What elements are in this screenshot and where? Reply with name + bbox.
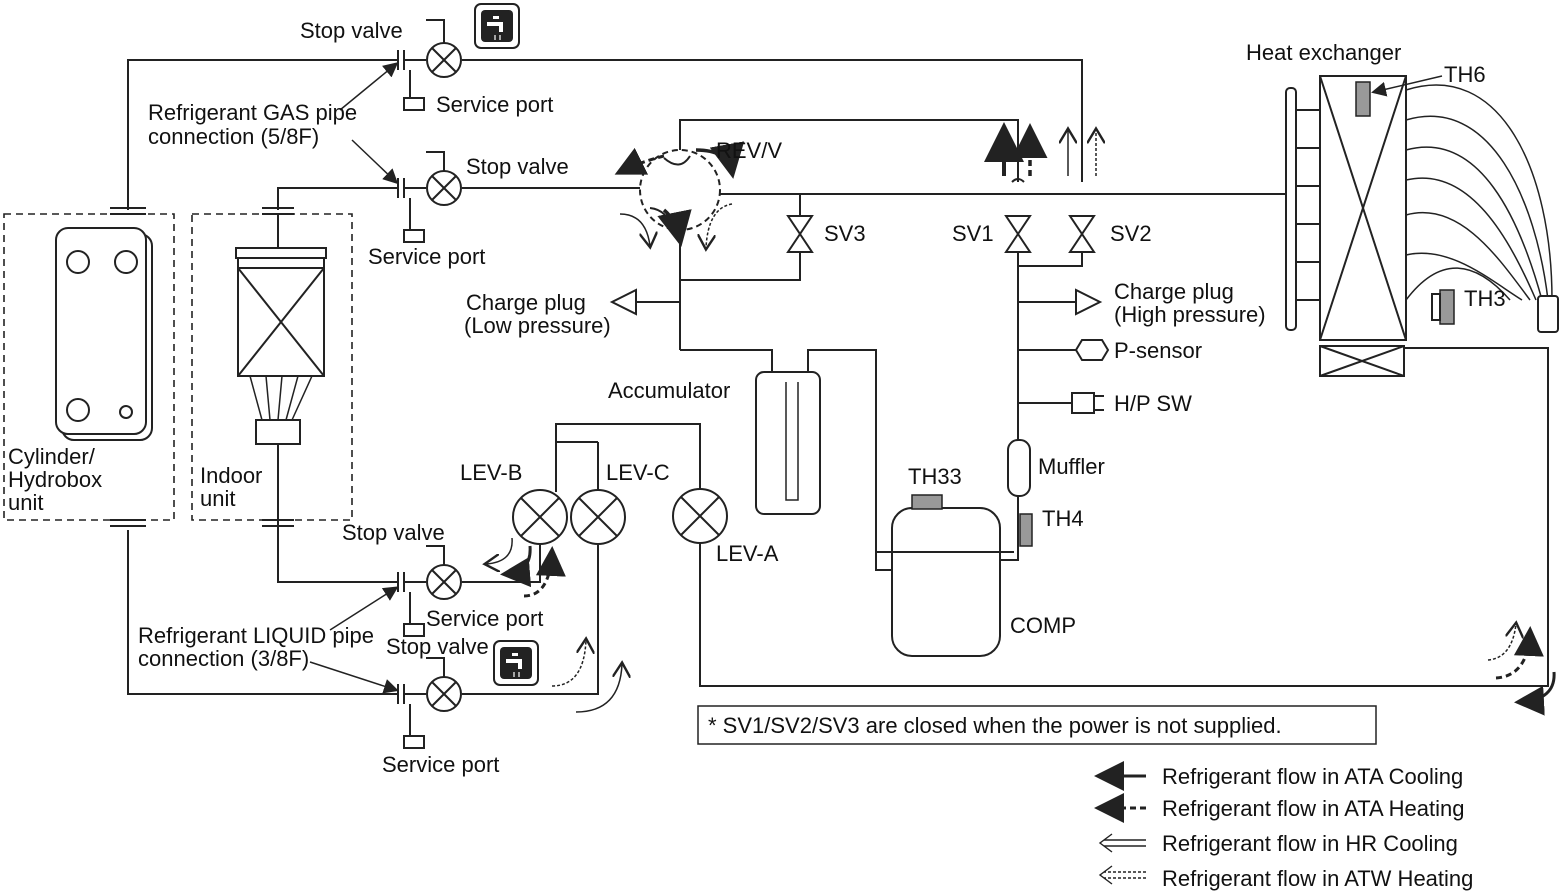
label-sv2: SV2 — [1110, 221, 1152, 246]
indoor-unit — [191, 207, 353, 530]
tap-icon-liquid — [493, 640, 539, 686]
label-charge-plug-low-2: (Low pressure) — [464, 313, 611, 338]
label-cylinder-3: unit — [8, 490, 43, 515]
label-liquid-pipe-1: Refrigerant LIQUID pipe — [138, 623, 374, 648]
reversing-valve[interactable] — [639, 149, 721, 231]
cylinder-hydrobox-unit — [3, 207, 175, 527]
note-box — [697, 705, 1377, 745]
label-lev-c: LEV-C — [606, 460, 670, 485]
th4-sensor — [1019, 513, 1033, 547]
charge-plug-low[interactable] — [609, 288, 637, 316]
legend-item: Refrigerant flow in ATW Heating — [1098, 865, 1473, 891]
sv3-valve[interactable] — [787, 215, 813, 253]
label-rev-v: REV/V — [716, 138, 782, 163]
hp-switch — [1071, 392, 1104, 414]
label-heat-exchanger: Heat exchanger — [1246, 40, 1401, 65]
label-gas-pipe-2: connection (5/8F) — [148, 124, 319, 149]
label-comp: COMP — [1010, 613, 1076, 638]
label-p-sensor: P-sensor — [1114, 338, 1202, 363]
dotted-hollow-arrow-icon — [1098, 865, 1146, 885]
label-service-port-2: Service port — [368, 244, 485, 269]
accumulator — [755, 371, 821, 515]
legend-label: Refrigerant flow in ATA Cooling — [1162, 764, 1463, 789]
label-indoor-2: unit — [200, 486, 235, 511]
label-muffler: Muffler — [1038, 454, 1105, 479]
label-lev-a: LEV-A — [716, 541, 779, 566]
note-text: * SV1/SV2/SV3 are closed when the power … — [708, 713, 1282, 738]
tap-icon-gas — [474, 3, 520, 49]
label-cylinder-2: Hydrobox — [8, 467, 102, 492]
label-gas-pipe-1: Refrigerant GAS pipe — [148, 100, 357, 125]
label-charge-plug-low-1: Charge plug — [466, 290, 586, 315]
flow-arrows — [486, 122, 1556, 716]
legend-label: Refrigerant flow in ATW Heating — [1162, 866, 1473, 891]
label-th4: TH4 — [1042, 506, 1084, 531]
label-charge-plug-high-2: (High pressure) — [1114, 302, 1266, 327]
label-service-port-3: Service port — [426, 606, 543, 631]
charge-plug-high[interactable] — [1075, 288, 1103, 316]
gas-stop-valve-top[interactable] — [397, 19, 462, 111]
legend-label: Refrigerant flow in ATA Heating — [1162, 796, 1464, 821]
label-cylinder-1: Cylinder/ — [8, 444, 96, 469]
gas-stop-valve-2[interactable] — [397, 151, 462, 243]
muffler — [1007, 439, 1031, 497]
label-service-port-4: Service port — [382, 752, 499, 777]
label-stop-valve-liquid-1: Stop valve — [342, 520, 445, 545]
lev-c-valve[interactable] — [570, 489, 626, 545]
label-sv1: SV1 — [952, 221, 994, 246]
legend-item: Refrigerant flow in HR Cooling — [1098, 831, 1458, 856]
label-service-port-1: Service port — [436, 92, 553, 117]
compressor — [876, 494, 1014, 657]
label-accumulator: Accumulator — [608, 378, 730, 403]
legend-item: Refrigerant flow in ATA Cooling — [1094, 761, 1463, 791]
heat-exchanger — [1285, 75, 1559, 377]
legend-label: Refrigerant flow in HR Cooling — [1162, 831, 1458, 856]
label-th33: TH33 — [908, 464, 962, 489]
label-hp-sw: H/P SW — [1114, 391, 1192, 416]
pressure-sensor — [1074, 339, 1110, 361]
hollow-arrow-icon — [1098, 833, 1146, 853]
legend-item: Refrigerant flow in ATA Heating — [1094, 793, 1464, 823]
sv1-valve[interactable] — [1005, 215, 1031, 253]
label-th6: TH6 — [1444, 62, 1486, 87]
lev-b-valve[interactable] — [512, 489, 568, 545]
label-th3: TH3 — [1464, 286, 1506, 311]
label-charge-plug-high-1: Charge plug — [1114, 279, 1234, 304]
label-stop-valve-liquid-2: Stop valve — [386, 634, 489, 659]
sv2-valve[interactable] — [1069, 215, 1095, 253]
piping — [127, 59, 1553, 695]
label-indoor-1: Indoor — [200, 463, 262, 488]
label-stop-valve-gas-2: Stop valve — [466, 154, 569, 179]
label-stop-valve-gas-top: Stop valve — [300, 18, 403, 43]
label-sv3: SV3 — [824, 221, 866, 246]
label-lev-b: LEV-B — [460, 460, 522, 485]
lev-a-valve[interactable] — [672, 488, 728, 544]
liquid-stop-valve-2[interactable] — [397, 657, 462, 749]
legend: Refrigerant flow in ATA Cooling Refriger… — [1094, 761, 1473, 891]
label-liquid-pipe-2: connection (3/8F) — [138, 646, 309, 671]
